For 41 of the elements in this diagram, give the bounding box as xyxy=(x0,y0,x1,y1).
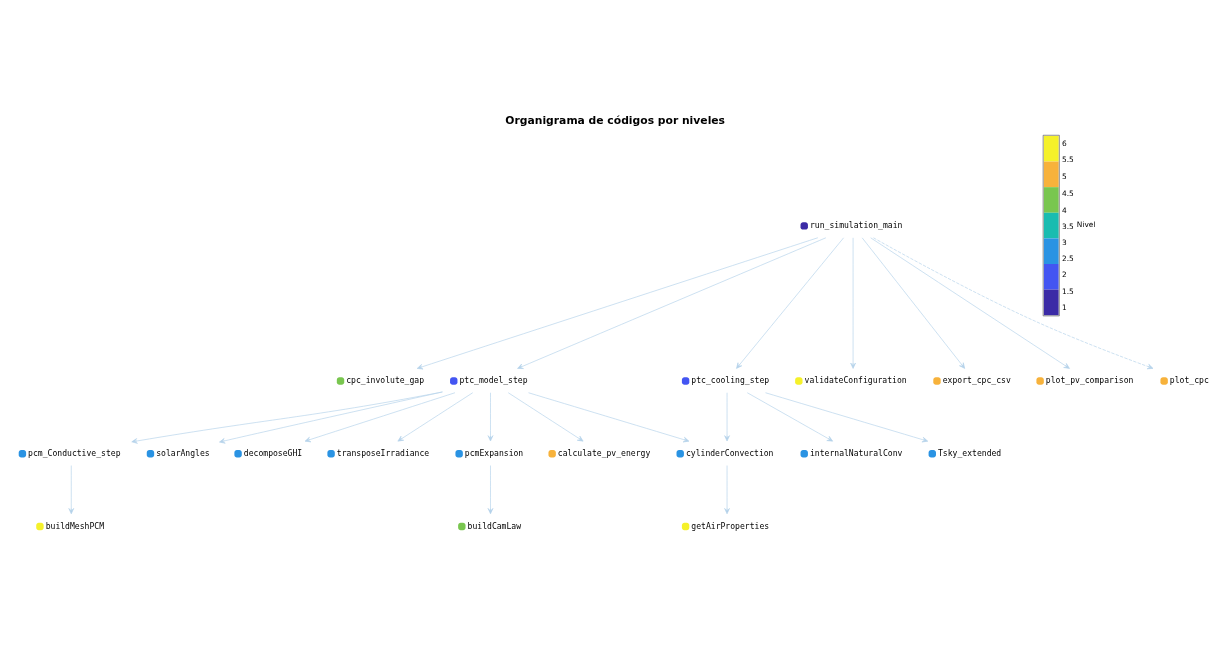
node-label: ptc_model_step xyxy=(459,375,528,386)
arrow xyxy=(131,391,443,444)
node-label: transposeIrradiance xyxy=(336,447,430,458)
arrow xyxy=(507,392,584,442)
node-label: getAirProperties xyxy=(691,520,770,531)
diagram-title: Organigrama de códigos por niveles xyxy=(505,114,726,128)
arrow xyxy=(487,465,494,515)
node-label: cylinderConvection xyxy=(685,447,774,458)
node-label: buildCamLaw xyxy=(467,520,522,531)
arrow xyxy=(765,392,929,443)
node-label: pcm_Conductive_step xyxy=(28,447,121,458)
arrow xyxy=(487,392,494,442)
arrow xyxy=(416,237,819,370)
node-label: decomposeGHI xyxy=(243,447,303,458)
node-label: calculate_pv_energy xyxy=(557,447,651,458)
node-label: Tsky_extended xyxy=(938,447,1002,458)
arrow xyxy=(870,237,1070,369)
arrow xyxy=(219,391,443,444)
arrow xyxy=(528,392,690,443)
arrow xyxy=(850,237,856,369)
node-label: internalNaturalConv xyxy=(809,447,903,458)
node-label: run_simulation_main xyxy=(809,220,903,230)
arrow xyxy=(68,465,75,515)
arrow xyxy=(873,237,1154,370)
node-label: validateConfiguration xyxy=(804,375,907,386)
arrow xyxy=(304,392,456,443)
node-label: cpc_involute_gap xyxy=(346,375,425,386)
arrow xyxy=(517,237,827,369)
arrow xyxy=(397,392,474,442)
arrow xyxy=(724,465,730,515)
arrow xyxy=(724,392,730,442)
arrow xyxy=(746,392,833,442)
node-label: export_cpc_csv xyxy=(942,375,1011,386)
node-label: buildMeshPCM xyxy=(45,520,105,531)
node-label: plot_pv_comparison xyxy=(1045,375,1134,386)
node-label: pcmExpansion xyxy=(464,447,524,458)
node-label: plot_cpc xyxy=(1169,375,1209,386)
arrow xyxy=(736,237,844,369)
node-label: solarAngles xyxy=(156,447,210,458)
arrow xyxy=(861,237,966,369)
node-label: ptc_cooling_step xyxy=(691,375,770,386)
